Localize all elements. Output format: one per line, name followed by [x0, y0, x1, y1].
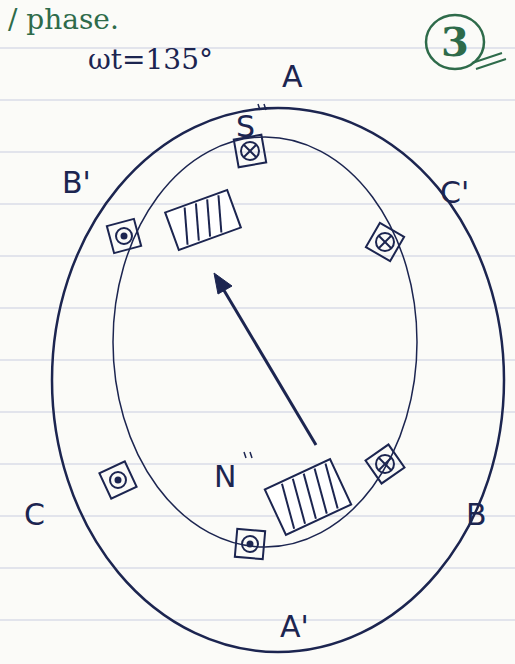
phase-label: B	[466, 500, 487, 530]
number-text: 3	[424, 22, 486, 62]
phase-label: B'	[62, 168, 91, 198]
phase-label: C'	[440, 178, 469, 208]
field-arrow	[214, 273, 316, 445]
angle-note: ωt=135°	[88, 46, 213, 74]
slot-dot	[99, 461, 136, 498]
air-gap	[113, 137, 417, 547]
pole-label: N	[214, 462, 236, 492]
north-pole	[265, 459, 351, 535]
phase-label: C	[24, 500, 45, 530]
slot-cross	[366, 445, 405, 484]
pole-label: S	[236, 112, 255, 142]
phase-label: A	[282, 62, 303, 92]
slot-dot	[107, 219, 141, 253]
tick-marks	[244, 104, 266, 458]
stator-outline	[52, 108, 504, 652]
south-pole	[165, 190, 241, 250]
phase-label: A'	[280, 612, 309, 642]
phase-note: / phase.	[8, 6, 119, 34]
slot-cross	[366, 223, 404, 261]
circled-number: 3	[424, 13, 486, 71]
slot-dot	[235, 529, 265, 559]
